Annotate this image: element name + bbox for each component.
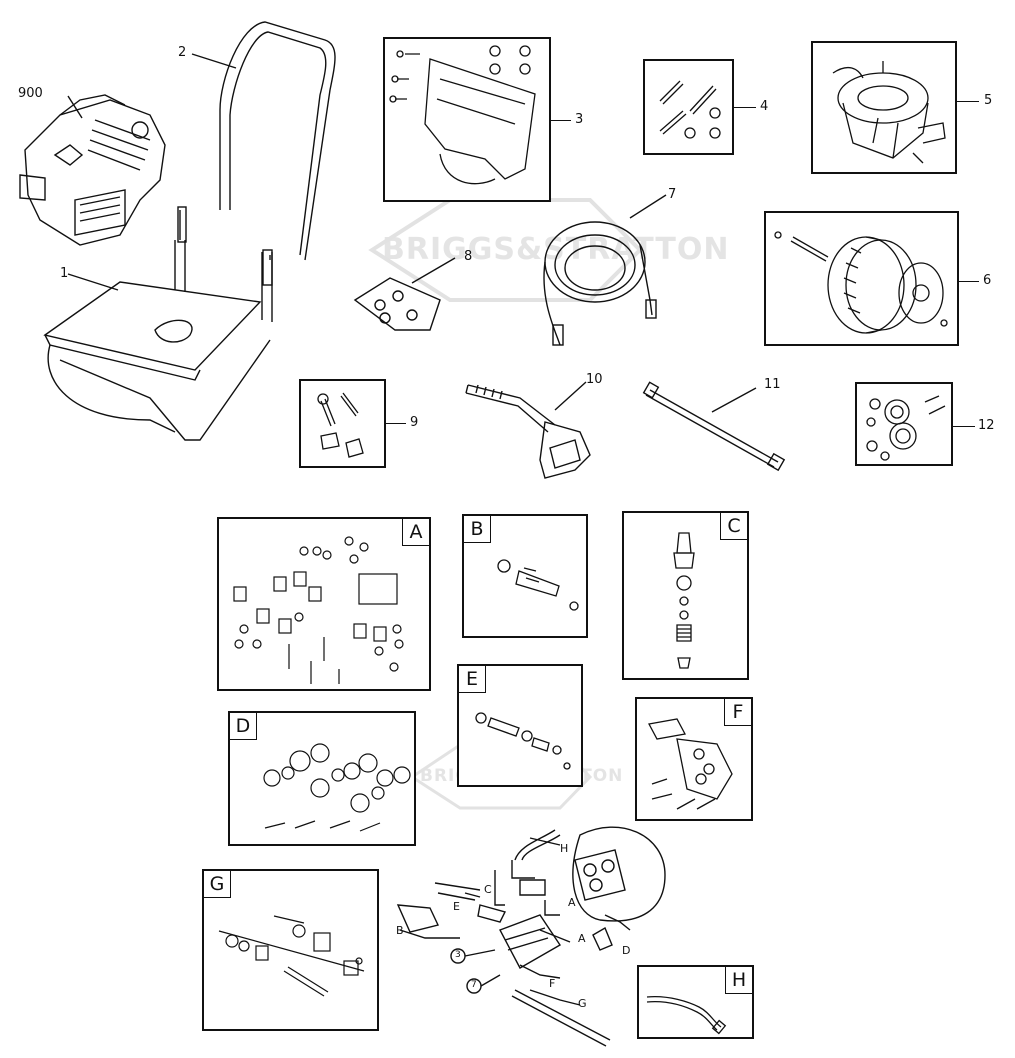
assembly-label-A2: A xyxy=(578,932,586,945)
leader-5 xyxy=(957,101,979,102)
part-box-3[interactable] xyxy=(383,37,551,202)
callout-3: 3 xyxy=(575,112,584,127)
kit-box-F[interactable]: F xyxy=(635,697,753,821)
callout-1: 1 xyxy=(60,266,69,281)
assembly-number-7: 7 xyxy=(471,980,477,990)
callout-7: 7 xyxy=(668,187,677,202)
hose-icon xyxy=(543,221,657,346)
callout-4: 4 xyxy=(760,99,769,114)
pump-icon xyxy=(832,61,946,164)
piston-kit-icon xyxy=(218,915,365,997)
assembly-label-A1: A xyxy=(568,896,576,909)
part-box-4[interactable] xyxy=(643,59,734,155)
kit-letter-G: G xyxy=(204,871,231,898)
wand-icon xyxy=(642,381,786,472)
bolt-kit-icon xyxy=(659,80,721,139)
seal-kit-icon xyxy=(263,743,411,832)
part-box-5[interactable] xyxy=(811,41,957,174)
thermal-relief-icon xyxy=(475,712,571,770)
kit-letter-A: A xyxy=(402,519,429,546)
assembly-label-H: H xyxy=(560,842,569,855)
kit-letter-E: E xyxy=(459,666,486,693)
part-box-9[interactable] xyxy=(299,379,386,468)
kit-box-C[interactable]: C xyxy=(622,511,749,680)
callout-6: 6 xyxy=(983,273,992,288)
bypass-tube-icon xyxy=(646,996,727,1035)
bearing-icon xyxy=(866,395,946,461)
callout-8: 8 xyxy=(464,249,473,264)
leader-9 xyxy=(386,423,406,424)
kit-box-B[interactable]: B xyxy=(462,514,588,638)
assembly-label-F: F xyxy=(549,977,556,990)
kit-letter-F: F xyxy=(724,699,751,726)
kit-box-E[interactable]: E xyxy=(457,664,583,787)
frame-icon xyxy=(43,206,273,441)
leader-4 xyxy=(734,107,756,108)
callout-900: 900 xyxy=(18,86,43,101)
nozzle-bag-icon xyxy=(353,277,441,331)
part-box-12[interactable] xyxy=(855,382,953,466)
manifold-icon xyxy=(648,718,733,810)
inlet-fitting-icon xyxy=(497,559,579,611)
assembly-number-3: 3 xyxy=(455,950,461,960)
handle-icon xyxy=(219,21,336,261)
unloader-valve-icon xyxy=(673,532,695,669)
kit-box-G[interactable]: G xyxy=(202,869,379,1031)
callout-5: 5 xyxy=(984,93,993,108)
kit-letter-D: D xyxy=(230,713,257,740)
oring-valve-kit-icon xyxy=(233,536,404,684)
engine-icon xyxy=(19,94,166,246)
callout-9: 9 xyxy=(410,415,419,430)
callout-11: 11 xyxy=(764,377,781,392)
leader-3 xyxy=(551,120,571,121)
kit-letter-C: C xyxy=(720,513,747,540)
kit-box-A[interactable]: A xyxy=(217,517,431,691)
callout-2: 2 xyxy=(178,45,187,60)
spray-gun-icon xyxy=(465,384,591,479)
wheel-icon xyxy=(774,231,948,334)
assembly-label-B: B xyxy=(396,924,404,937)
assembly-label-D: D xyxy=(622,944,631,957)
kit-box-H[interactable]: H xyxy=(637,965,754,1039)
assembly-label-C: C xyxy=(484,883,492,896)
callout-10: 10 xyxy=(586,372,603,387)
leader-12 xyxy=(953,426,975,427)
assembly-label-G: G xyxy=(578,997,587,1010)
kit-letter-H: H xyxy=(725,967,752,994)
fastener-icon xyxy=(317,392,364,458)
kit-letter-B: B xyxy=(464,516,491,543)
assembly-label-E: E xyxy=(453,900,460,913)
callout-12: 12 xyxy=(978,418,995,433)
pump-assembly-icon xyxy=(396,826,666,1047)
kit-box-D[interactable]: D xyxy=(228,711,416,846)
leader-6 xyxy=(959,281,979,282)
part-box-6[interactable] xyxy=(764,211,959,346)
bracket-icon xyxy=(389,45,536,185)
